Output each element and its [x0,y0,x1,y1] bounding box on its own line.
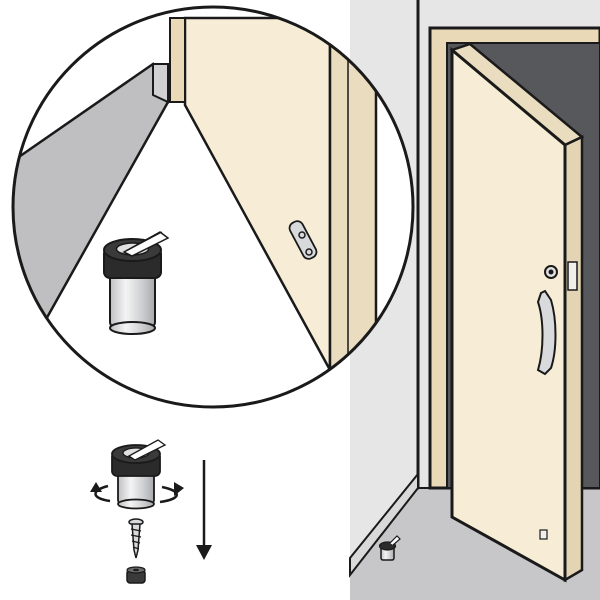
zoom-door-stopper [103,231,170,335]
parts-door-stopper [111,439,167,510]
rotate-arrow-icon [90,482,184,504]
door-handle [536,289,557,376]
door-leaf [450,46,567,583]
zoom-left-wall [13,62,170,363]
floor-door-stopper [378,535,401,561]
door-catch [288,220,318,260]
latch-plate [567,261,578,291]
down-arrow-icon [196,460,212,560]
screw [128,518,144,559]
wall-anchor [126,566,146,584]
door-edge-side [563,135,584,583]
installation-parts [90,439,212,584]
zoom-door-frame-post [169,17,186,103]
zoom-detail-circle [11,5,415,409]
room-scene [349,0,600,600]
baseboard [349,471,419,578]
